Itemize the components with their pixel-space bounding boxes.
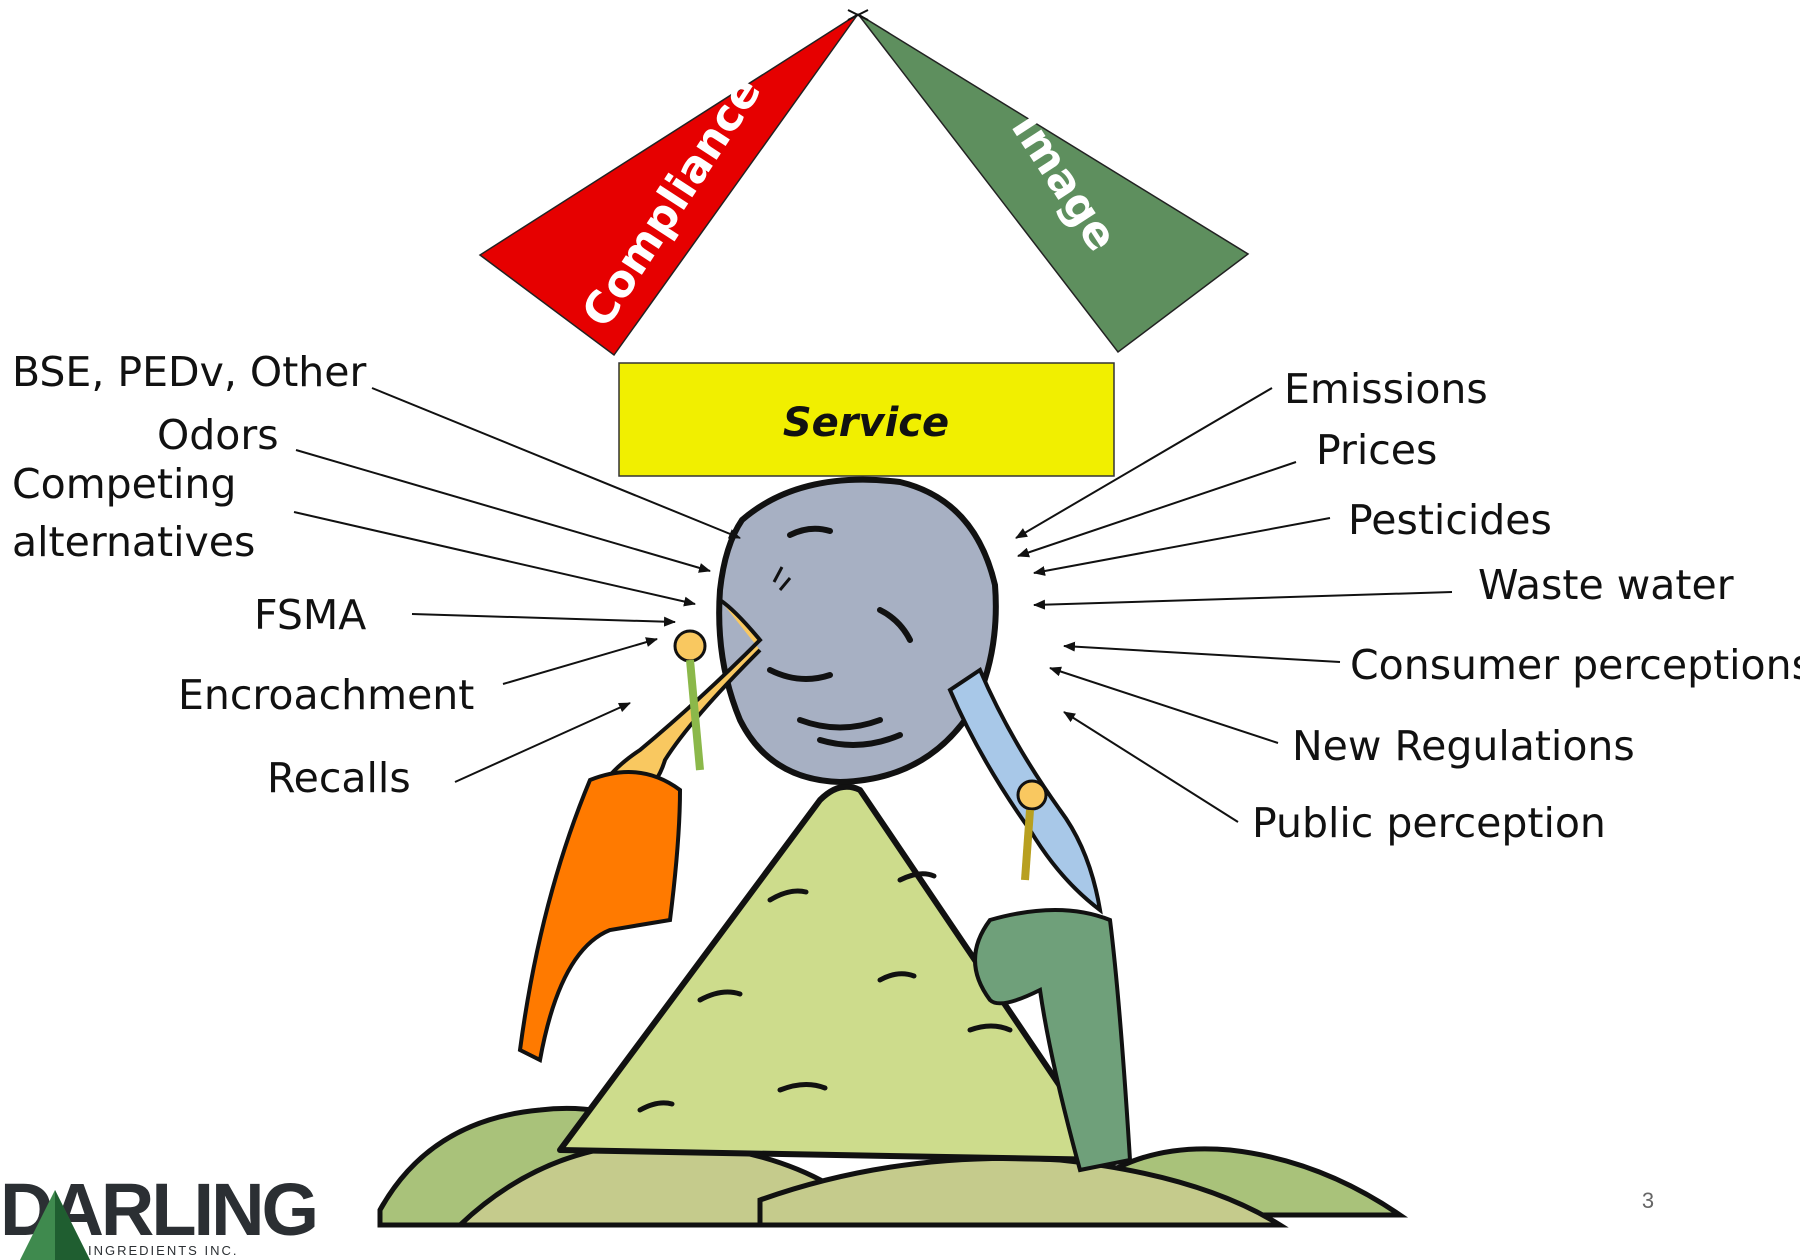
image-triangle: Image [857, 13, 1250, 354]
compliance-triangle: Compliance [478, 13, 859, 357]
left-labels: BSE, PEDv, Other Odors Competing alterna… [12, 348, 741, 802]
left-label-recalls: Recalls [267, 754, 411, 802]
left-label-fsma: FSMA [254, 591, 366, 639]
illustration [377, 476, 1409, 1228]
right-label-consumer-perceptions: Consumer perceptions [1350, 641, 1800, 689]
service-label: Service [783, 400, 949, 446]
right-label-emissions: Emissions [1284, 365, 1488, 413]
right-label-public-perception: Public perception [1252, 799, 1606, 847]
service-box: Service [618, 362, 1115, 477]
logo-subtitle: INGREDIENTS INC. [88, 1243, 238, 1258]
left-label-competing-2: alternatives [12, 518, 255, 566]
right-label-waste-water: Waste water [1478, 561, 1734, 609]
page-number: 3 [1642, 1188, 1654, 1213]
left-label-competing-1: Competing [12, 460, 236, 508]
right-label-new-regulations: New Regulations [1292, 722, 1635, 770]
left-label-encroachment: Encroachment [178, 671, 474, 719]
company-logo: DARLING INGREDIENTS INC. [0, 1168, 319, 1260]
right-labels: Emissions Prices Pesticides Waste water … [1015, 365, 1800, 847]
right-label-pesticides: Pesticides [1348, 496, 1552, 544]
apex-mark [847, 9, 869, 21]
left-label-bse: BSE, PEDv, Other [12, 348, 366, 396]
left-label-odors: Odors [157, 411, 279, 459]
right-label-prices: Prices [1316, 426, 1437, 474]
